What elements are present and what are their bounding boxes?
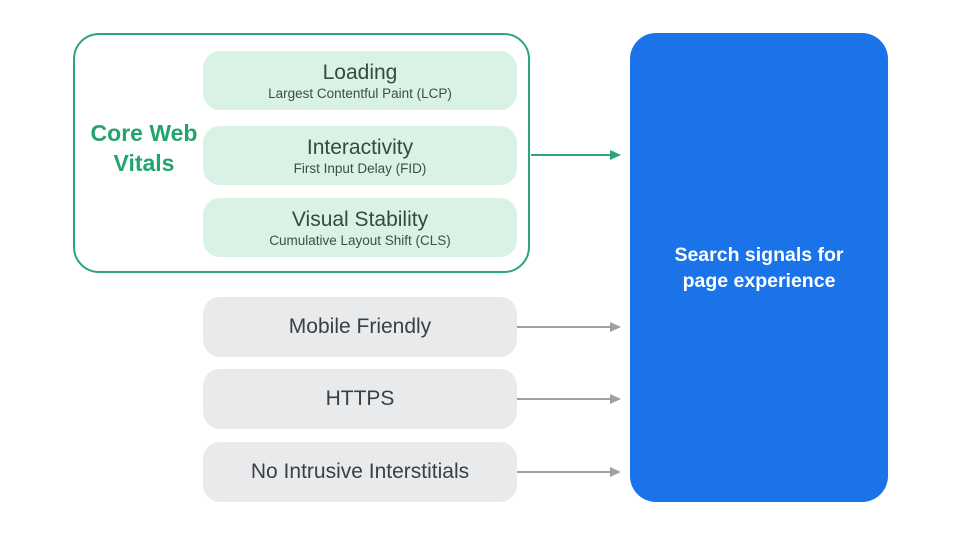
signal-card-mobile-friendly: Mobile Friendly	[203, 297, 517, 357]
vital-subtitle: Largest Contentful Paint (LCP)	[268, 85, 452, 101]
vital-card-interactivity: Interactivity First Input Delay (FID)	[203, 126, 517, 185]
vital-title: Visual Stability	[291, 207, 429, 231]
vital-title: Loading	[322, 60, 398, 84]
search-signals-box: Search signals for page experience	[630, 33, 888, 502]
signal-label: Mobile Friendly	[288, 315, 432, 338]
vital-card-loading: Loading Largest Contentful Paint (LCP)	[203, 51, 517, 110]
mobile-friendly-arrow-icon	[517, 321, 621, 332]
core-web-vitals-label: Core Web Vitals	[90, 120, 198, 176]
vital-subtitle: First Input Delay (FID)	[293, 160, 427, 176]
search-signals-label: Search signals for page experience	[674, 243, 844, 292]
vital-subtitle: Cumulative Layout Shift (CLS)	[269, 232, 451, 248]
vital-card-visual-stability: Visual Stability Cumulative Layout Shift…	[203, 198, 517, 257]
no-intrusive-interstitials-arrow-icon	[517, 466, 621, 477]
core-web-vitals-arrow-icon	[531, 149, 621, 160]
signal-card-https: HTTPS	[203, 369, 517, 429]
vital-title: Interactivity	[306, 135, 414, 159]
signal-label: HTTPS	[325, 387, 395, 410]
https-arrow-icon	[517, 393, 621, 404]
signal-label: No Intrusive Interstitials	[250, 460, 470, 483]
signal-card-no-intrusive-interstitials: No Intrusive Interstitials	[203, 442, 517, 502]
